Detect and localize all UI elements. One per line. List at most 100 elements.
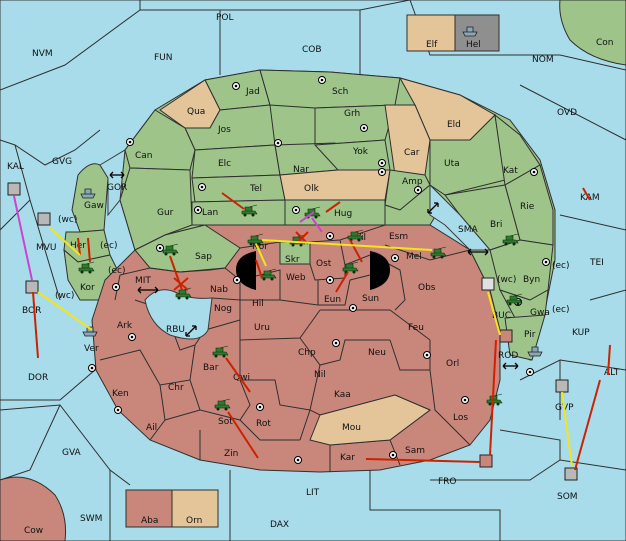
label-grh: Grh bbox=[344, 109, 360, 119]
label-rot: Rot bbox=[256, 419, 271, 429]
order-move-eun-ost bbox=[335, 271, 349, 293]
sc-yok bbox=[378, 159, 386, 167]
army-sot bbox=[214, 398, 231, 411]
label-hil: Hil bbox=[252, 299, 264, 309]
unit-bor bbox=[25, 280, 39, 294]
fleet-pir bbox=[527, 346, 543, 357]
label-gwa: Gwa bbox=[530, 308, 550, 318]
sc-zin bbox=[294, 456, 302, 464]
square-units bbox=[7, 182, 578, 481]
sea-nom: NOM bbox=[532, 55, 554, 65]
box-elf[interactable] bbox=[406, 14, 456, 52]
adjacency-sma-2 bbox=[467, 248, 489, 256]
sc-kat bbox=[530, 168, 538, 176]
order-support-gvp-som bbox=[561, 391, 573, 467]
order-convoy-hug-2 bbox=[299, 211, 315, 223]
label-esm: Esm bbox=[389, 232, 408, 242]
sea-rbu: RBU bbox=[166, 325, 185, 335]
land-cow[interactable] bbox=[0, 476, 66, 541]
box-hel[interactable] bbox=[454, 14, 500, 52]
army-web bbox=[260, 268, 277, 281]
sea-gvg: GVG bbox=[52, 157, 72, 167]
label-aba: Aba bbox=[141, 516, 158, 526]
label-obs: Obs bbox=[418, 283, 436, 293]
order-move-alt-gvp bbox=[607, 344, 611, 376]
label-hug: Hug bbox=[334, 209, 352, 219]
sea-mit: MIT bbox=[135, 276, 151, 286]
label-bri: Bri bbox=[490, 220, 502, 230]
land-con[interactable] bbox=[559, 0, 626, 66]
army-hug bbox=[304, 206, 321, 219]
label-ark: Ark bbox=[117, 321, 133, 331]
sea-swm: SWM bbox=[80, 514, 102, 524]
order-move-zin-sot bbox=[227, 411, 259, 459]
army-los bbox=[486, 393, 503, 406]
coast-byn-wc: (wc) bbox=[497, 275, 516, 285]
sea-fun: FUN bbox=[154, 53, 173, 63]
order-move-bor-kal bbox=[32, 291, 39, 359]
land-sch[interactable] bbox=[259, 69, 401, 109]
red-labels: Nor Vil Mel Ost Web Nab Eun Sun Obs Hil … bbox=[84, 233, 468, 463]
sc-ver bbox=[88, 364, 96, 372]
fleet-ver bbox=[82, 326, 98, 337]
sea-fro: FRO bbox=[438, 477, 457, 487]
sc-kor bbox=[112, 283, 120, 291]
land-mou[interactable] bbox=[309, 394, 431, 446]
label-amp: Amp bbox=[402, 177, 423, 187]
sc-sap bbox=[156, 244, 164, 252]
sc-orl bbox=[461, 396, 469, 404]
label-mou: Mou bbox=[342, 423, 361, 433]
sea-tei: TEI bbox=[589, 258, 604, 268]
label-sch: Sch bbox=[332, 87, 348, 97]
sc-mel bbox=[391, 254, 399, 262]
sc-olk bbox=[378, 168, 386, 176]
sc-vil bbox=[326, 232, 334, 240]
label-nar: Nar bbox=[293, 165, 309, 175]
land-lan[interactable] bbox=[191, 199, 286, 226]
adjacency-mit bbox=[137, 286, 159, 294]
label-rie: Rie bbox=[520, 202, 535, 212]
sc-amp bbox=[414, 186, 422, 194]
label-hel: Hel bbox=[466, 40, 481, 50]
order-move-web bbox=[255, 259, 263, 279]
label-jos: Jos bbox=[217, 125, 231, 135]
label-yok: Yok bbox=[352, 147, 369, 157]
coast-her-ec: (ec) bbox=[100, 241, 118, 251]
label-ken: Ken bbox=[112, 389, 129, 399]
order-support-her-kor bbox=[49, 227, 81, 256]
land-olk[interactable] bbox=[279, 169, 391, 201]
label-kat: Kat bbox=[503, 166, 518, 176]
land-elc[interactable] bbox=[191, 144, 281, 179]
label-sam: Sam bbox=[405, 446, 425, 456]
label-byn: Byn bbox=[523, 275, 540, 285]
sc-ark bbox=[128, 333, 136, 341]
label-qwi: Qwi bbox=[233, 373, 250, 383]
sea-dor: DOR bbox=[28, 373, 48, 383]
land-tel[interactable] bbox=[191, 174, 286, 203]
sc-nar bbox=[274, 139, 282, 147]
adjacency-sma-1 bbox=[427, 202, 439, 214]
label-tel: Tel bbox=[249, 184, 262, 194]
fleet-gaw bbox=[80, 188, 96, 199]
label-sun: Sun bbox=[362, 294, 379, 304]
label-ost: Ost bbox=[316, 259, 332, 269]
sc-can bbox=[126, 138, 134, 146]
land-car[interactable] bbox=[384, 104, 431, 176]
label-ail: Ail bbox=[146, 423, 157, 433]
label-ver: Ver bbox=[84, 344, 99, 354]
unit-buc bbox=[481, 277, 495, 291]
box-orn[interactable] bbox=[171, 489, 219, 528]
box-aba[interactable] bbox=[125, 489, 173, 528]
sea-rod: ROD bbox=[498, 351, 518, 361]
sc-lan bbox=[194, 206, 202, 214]
order-convoy-hug bbox=[311, 217, 323, 233]
sc-feu bbox=[423, 351, 431, 359]
unit-rod bbox=[499, 329, 513, 343]
x-mark-1 bbox=[173, 277, 189, 291]
label-gur: Gur bbox=[157, 208, 174, 218]
sc-jad bbox=[232, 82, 240, 90]
coast-gwa-ec: (ec) bbox=[552, 305, 570, 315]
order-move-mvu-her bbox=[77, 237, 81, 256]
